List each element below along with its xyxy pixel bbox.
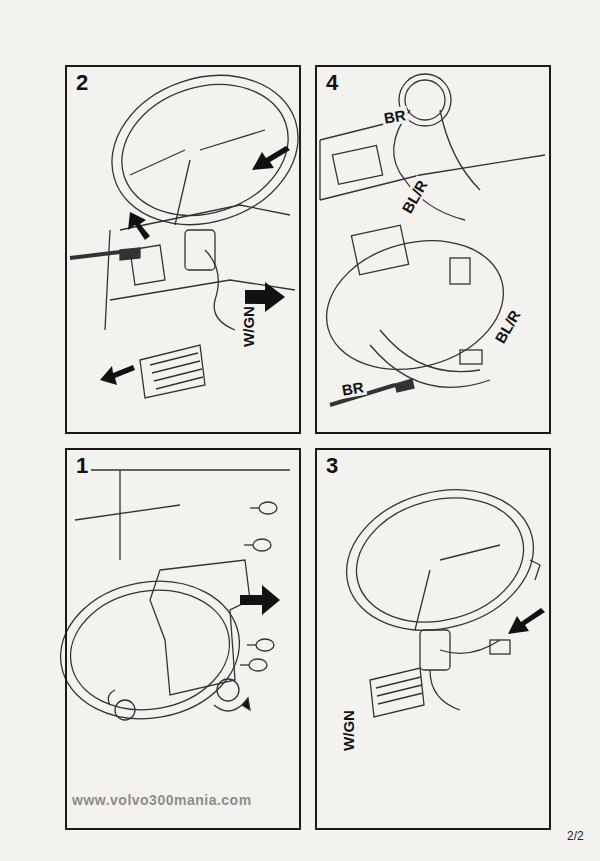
wire-color-label: BR — [381, 106, 409, 127]
step-number: 1 — [73, 454, 91, 478]
wire-color-label: W/GN — [340, 708, 357, 753]
step-number: 4 — [323, 71, 341, 95]
panel-3-drawing — [331, 470, 550, 717]
wire-color-label: BL/R — [490, 305, 524, 347]
panel-4-drawing — [312, 74, 545, 405]
step-panel: 2 — [65, 65, 301, 434]
step-panel: 1 — [65, 448, 301, 830]
step-number: 2 — [73, 71, 91, 95]
page-number: 2/2 — [565, 828, 586, 845]
wire-color-label: BL/R — [397, 175, 431, 217]
step-number: 3 — [323, 454, 341, 478]
watermark: www.volvo300mania.com — [70, 792, 254, 809]
wire-color-label: W/GN — [240, 304, 257, 349]
step-panel: 3 — [315, 448, 551, 830]
panel-1-drawing — [50, 470, 290, 733]
panel-2-drawing — [70, 52, 318, 398]
step-panel: 4 — [315, 65, 551, 434]
